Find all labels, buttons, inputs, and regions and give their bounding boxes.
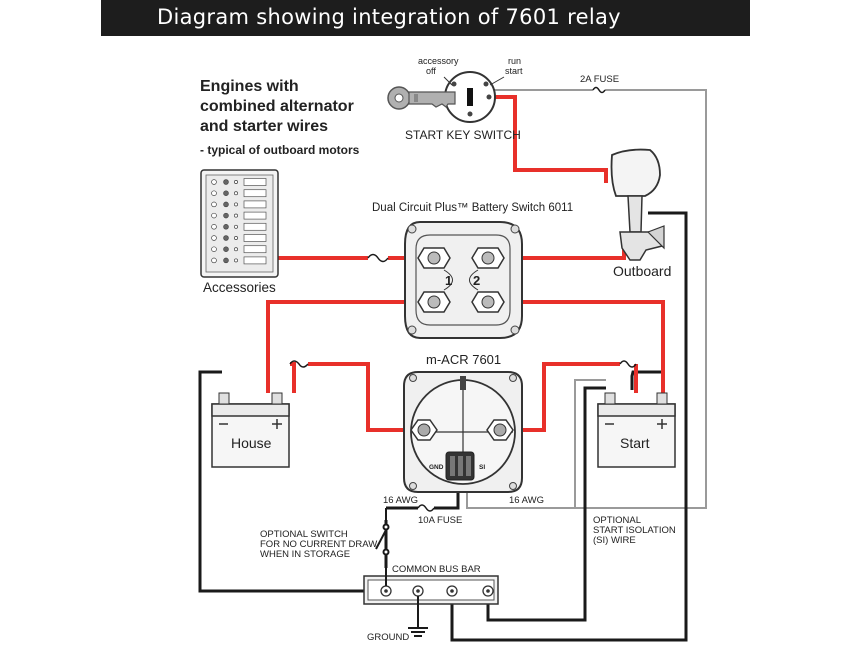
start-battery (597, 392, 676, 468)
fuse-accessories (367, 253, 389, 263)
label-start: start (505, 66, 523, 76)
label-optional-switch-3: WHEN IN STORAGE (260, 549, 350, 560)
label-gnd: GND (429, 464, 444, 471)
optional-switch (375, 508, 390, 568)
fuse-2a (592, 86, 606, 94)
fuse-10a (417, 504, 435, 512)
label-battery-switch: Dual Circuit Plus™ Battery Switch 6011 (372, 202, 573, 214)
label-optional-switch-1: OPTIONAL SWITCH (260, 529, 348, 540)
switch1-to-house-wire (266, 300, 434, 393)
si-wire (574, 379, 606, 508)
start-negative-wire (630, 370, 661, 390)
house-battery (211, 392, 290, 468)
label-off: off (426, 66, 436, 76)
label-switch-1: 1 (445, 273, 452, 288)
fuse-2a-wire (466, 89, 707, 509)
fuse-house (289, 360, 309, 368)
label-optional-si-3: (SI) WIRE (593, 535, 636, 546)
label-optional-si-2: START ISOLATION (593, 525, 676, 536)
fuses (289, 86, 637, 512)
label-switch-2: 2 (473, 273, 480, 288)
label-run: run (508, 56, 521, 66)
label-si: SI (479, 464, 485, 471)
label-optional-si-1: OPTIONAL (593, 515, 641, 526)
key-icon (387, 86, 456, 110)
label-accessories: Accessories (203, 280, 276, 295)
diagram-title: Diagram showing integration of 7601 rela… (157, 5, 621, 29)
heading-line-2: combined alternator (200, 98, 354, 115)
fuse-start (619, 360, 637, 368)
house-negative-wire (198, 370, 373, 593)
label-16awg-right: 16 AWG (509, 495, 544, 506)
label-ground: GROUND (367, 632, 409, 643)
label-start-key-switch: START KEY SWITCH (405, 128, 521, 142)
key-to-outboard-wire (489, 95, 608, 183)
heading-line-1: Engines with (200, 78, 299, 95)
switch2-to-start-wire (488, 300, 665, 393)
outboard-motor (610, 148, 665, 261)
label-start-battery: Start (620, 435, 650, 451)
black-wires (198, 211, 688, 642)
battery-switch-6011 (404, 221, 523, 339)
label-macr: m-ACR 7601 (426, 352, 501, 367)
macr-7601 (403, 371, 523, 493)
title-bar: Diagram showing integration of 7601 rela… (101, 0, 750, 36)
label-outboard: Outboard (613, 263, 671, 279)
ground-icon (408, 596, 428, 637)
house-to-macr-wire (290, 362, 422, 432)
label-10a-fuse: 10A FUSE (418, 515, 462, 526)
heading-note: - typical of outboard motors (200, 143, 360, 157)
heading-line-3: and starter wires (200, 118, 329, 135)
gray-wires (466, 89, 707, 509)
start-key-switch (387, 71, 505, 123)
label-house: House (231, 435, 272, 451)
label-16awg-left: 16 AWG (383, 495, 418, 506)
label-2a-fuse: 2A FUSE (580, 74, 619, 85)
label-accessory: accessory (418, 56, 459, 66)
label-bus-bar: COMMON BUS BAR (392, 564, 481, 575)
common-bus-bar (363, 575, 499, 605)
label-optional-switch-2: FOR NO CURRENT DRAW (260, 539, 377, 550)
outboard-ground-wire (450, 211, 688, 642)
start-neg-to-bus (486, 386, 606, 622)
